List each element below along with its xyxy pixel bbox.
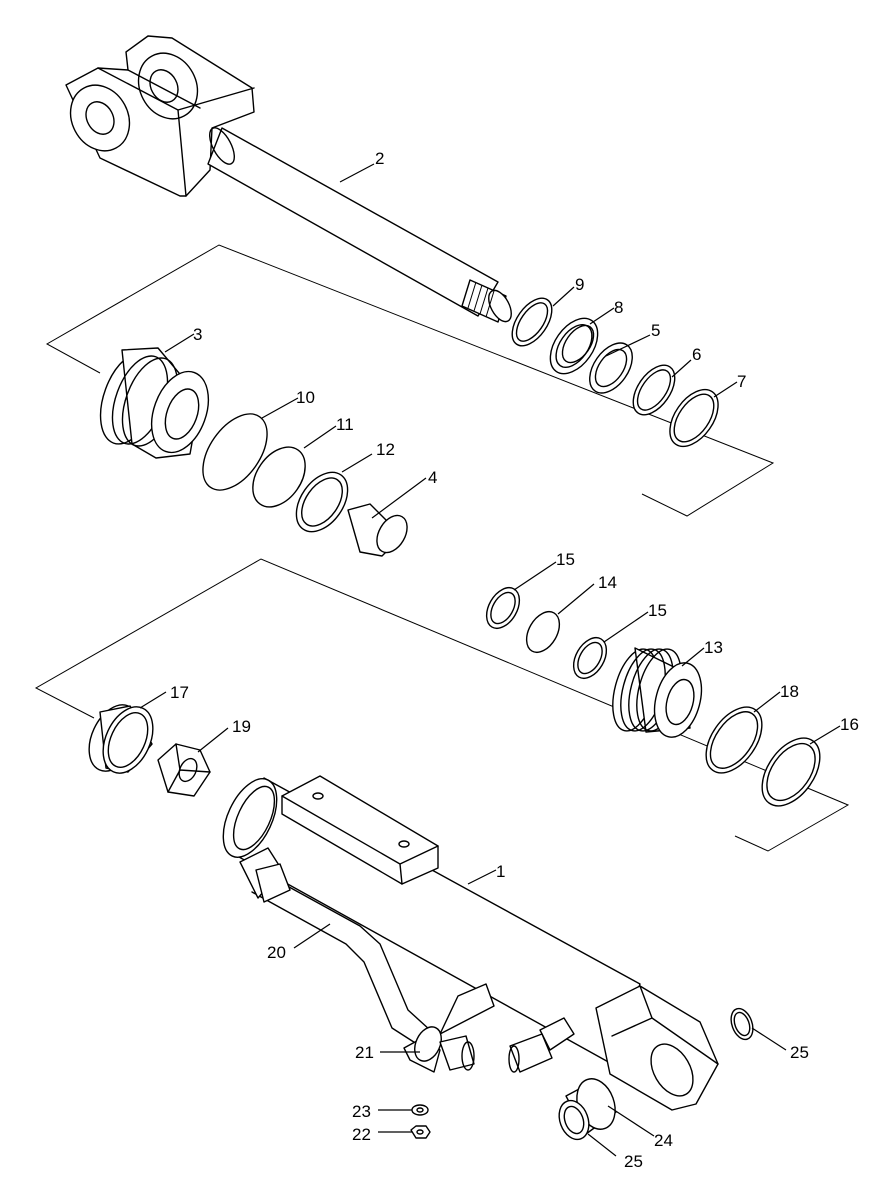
ring-part-9[interactable] [504, 291, 560, 352]
ring-part-18[interactable] [695, 697, 773, 783]
clamp-part-21[interactable] [403, 983, 495, 1073]
label-part-15-b: 15 [648, 601, 667, 620]
label-part-12: 12 [376, 440, 395, 459]
label-part-19: 19 [232, 717, 251, 736]
piston-group-bracket [34, 558, 850, 852]
ring-part-8[interactable] [541, 310, 608, 383]
washer-part-23[interactable] [411, 1104, 429, 1116]
oring-part-14[interactable] [520, 606, 566, 658]
ring-part-25-right[interactable] [727, 1006, 757, 1043]
label-part-5: 5 [651, 321, 660, 340]
piston-part-13[interactable] [605, 644, 709, 742]
label-part-11: 11 [336, 415, 354, 434]
backup-ring-part-15-a[interactable] [480, 582, 526, 634]
backup-ring-part-15-b[interactable] [567, 632, 613, 684]
bushing-part-4[interactable] [347, 503, 413, 558]
collar-part-17[interactable] [79, 697, 162, 781]
pipe-part-20[interactable] [239, 847, 431, 1047]
ring-part-12[interactable] [286, 463, 358, 541]
label-part-6: 6 [692, 345, 701, 364]
rod-guide-part-3[interactable] [89, 344, 219, 460]
label-part-15-a: 15 [556, 550, 575, 569]
label-part-7: 7 [737, 372, 746, 391]
oring-part-11[interactable] [242, 437, 316, 516]
part-labels: 2 9 8 3 5 6 7 10 11 12 4 15 14 15 13 17 … [170, 149, 859, 1171]
label-part-22: 22 [352, 1125, 371, 1144]
ring-part-5[interactable] [581, 335, 641, 400]
ring-part-16[interactable] [750, 728, 831, 817]
leader-lines [139, 163, 841, 1157]
label-part-2: 2 [375, 149, 384, 168]
label-part-4: 4 [428, 468, 437, 487]
bushing-part-24[interactable] [554, 1073, 622, 1143]
oring-part-10[interactable] [190, 402, 280, 501]
ring-part-6[interactable] [625, 358, 683, 422]
label-part-24: 24 [654, 1131, 673, 1150]
rod-group-bracket [45, 244, 775, 517]
label-part-25-bottom: 25 [624, 1152, 643, 1171]
label-part-21: 21 [355, 1043, 374, 1062]
label-part-3: 3 [193, 325, 202, 344]
label-part-16: 16 [840, 715, 859, 734]
label-part-25-right: 25 [790, 1043, 809, 1062]
ring-part-7[interactable] [660, 381, 728, 455]
nut-part-22[interactable] [410, 1125, 431, 1139]
label-part-17: 17 [170, 683, 189, 702]
label-part-23: 23 [352, 1102, 371, 1121]
label-part-13: 13 [704, 638, 723, 657]
label-part-9: 9 [575, 275, 584, 294]
label-part-20: 20 [267, 943, 286, 962]
label-part-14: 14 [598, 573, 617, 592]
label-part-1: 1 [496, 862, 505, 881]
nut-part-19[interactable] [157, 743, 211, 797]
label-part-10: 10 [296, 388, 315, 407]
cylinder-tube-part-1[interactable] [212, 771, 719, 1111]
label-part-18: 18 [780, 682, 799, 701]
piston-rod-part-2[interactable] [59, 35, 516, 325]
label-part-8: 8 [614, 298, 623, 317]
